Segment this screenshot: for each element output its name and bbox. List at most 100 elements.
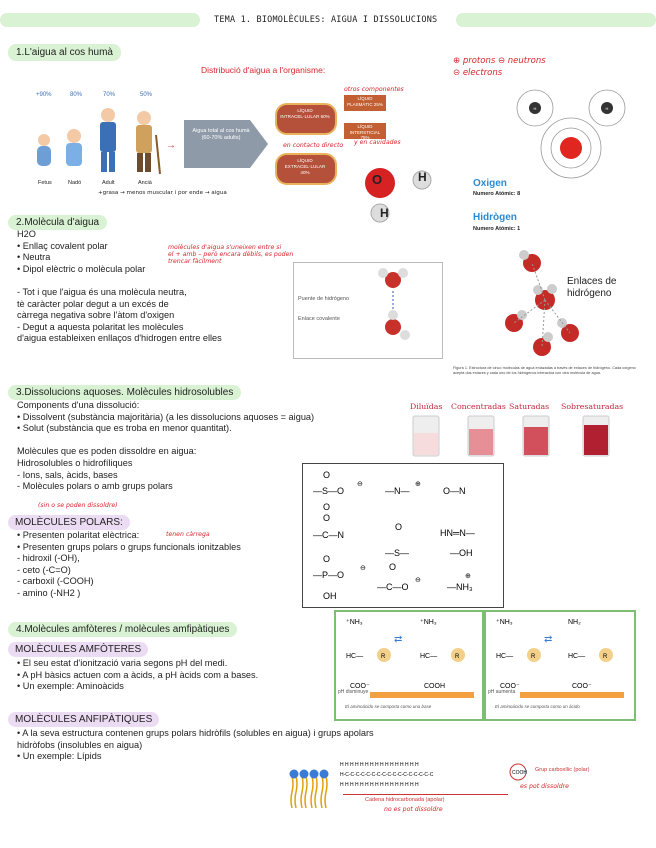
direct-contact-note: en contacto directo: [283, 142, 344, 149]
svg-text:HC—: HC—: [346, 653, 363, 660]
svg-text:⁺NH₃: ⁺NH₃: [420, 619, 437, 626]
percent-fetus: +90%: [36, 92, 52, 98]
amino-acid-diagrams: ⁺NH₃ HC— R COO⁻ ⁺NH₃ HC— R COOH ⇄ ⁺NH₃ HC— R COO⁻…: [346, 619, 624, 698]
svg-text:R: R: [531, 654, 536, 660]
svg-text:O: O: [389, 562, 396, 572]
functional-groups-box: [302, 463, 504, 608]
amphipathic-heading: MOLÈCULES ANFIPÀTIQUES: [8, 712, 160, 727]
total-water-label: Aigua total al cos humà (60-70% adults): [192, 128, 250, 141]
section-1-heading: 1.L'aigua al cos humà: [8, 44, 121, 61]
svg-text:H: H: [534, 106, 537, 111]
percent-baby: 80%: [70, 92, 83, 98]
svg-text:—NH₃: —NH₃: [447, 582, 473, 592]
svg-text:O: O: [323, 470, 330, 480]
svg-text:NH₂: NH₂: [568, 619, 581, 626]
intracellular-label: LÍQUID INTRACEL·LULAR 60%: [280, 108, 330, 119]
svg-text:—P—O: —P—O: [313, 570, 344, 580]
svg-text:R: R: [381, 654, 386, 660]
hydrogen-bridge-label: Puente de hidrógeno: [298, 296, 350, 302]
ph-increase-label: pH aumenta: [488, 689, 516, 695]
intracellular-box: [275, 103, 337, 135]
svg-text:—C—O: —C—O: [377, 582, 409, 592]
svg-text:COOH: COOH: [424, 683, 445, 690]
svg-text:O: O: [323, 513, 330, 523]
glass-label-concentrated: Concentradas: [451, 402, 506, 411]
svg-text:⊕: ⊕: [415, 481, 421, 488]
section-3-text: Components d'una dissolució: • Dissolven…: [17, 400, 315, 492]
percent-adult: 70%: [103, 92, 116, 98]
plasma-box: [344, 95, 386, 111]
svg-text:—OH: —OH: [450, 548, 473, 558]
glass-concentrated-icon: [467, 415, 495, 457]
chain-bracket: [343, 794, 508, 795]
interstitial-label: LÍQUID INTERSTICIAL 75%: [349, 124, 381, 140]
svg-text:O—N: O—N: [443, 486, 466, 496]
svg-text:H-C-C-C-C-C-C-C-C-C-C-C-C-C-C-: H-C-C-C-C-C-C-C-C-C-C-C-C-C-C-C-C-C: [340, 772, 434, 778]
glass-label-diluted: Diluïdas: [410, 402, 443, 411]
glass-label-supersaturated: Sobresaturadas: [561, 402, 624, 411]
people-label-elder: Ancià: [138, 180, 152, 186]
header-highlight-right: [456, 13, 656, 27]
acid-caption: El aminoácido se comporta como un ácido: [495, 704, 580, 709]
hydrogen-label: Hidrògen: [473, 212, 517, 223]
svg-text:COO⁻: COO⁻: [500, 683, 520, 690]
section-2-heading: 2.Molècula d'aigua: [8, 215, 108, 230]
hydrogen-bond-diagram: [293, 262, 443, 359]
polar-molecules-heading: MOLÈCULES POLARS:: [8, 515, 130, 530]
svg-text:—S—O: —S—O: [313, 486, 344, 496]
glass-supersaturated-icon: [582, 415, 610, 457]
svg-text:COO⁻: COO⁻: [572, 683, 592, 690]
cannot-dissolve-note: no es pot dissoldre: [384, 806, 443, 813]
total-water-box: [184, 120, 268, 168]
cavities-note: y en cavidades: [354, 139, 401, 146]
solution-glasses: [412, 415, 610, 457]
svg-text:R: R: [455, 654, 460, 660]
svg-text:⇄: ⇄: [394, 634, 402, 645]
svg-text:OH: OH: [323, 591, 337, 601]
other-components-note: otros componentes: [344, 86, 404, 93]
glass-label-saturated: Saturadas: [509, 402, 550, 411]
carboxyl-group-label: Grup carboxílic (polar): [535, 767, 590, 773]
svg-text:—C—N: —C—N: [313, 530, 344, 540]
oxygen-label: Oxigen: [473, 178, 507, 189]
charge-note: tenen càrrega: [166, 531, 210, 538]
svg-text:HC—: HC—: [496, 653, 513, 660]
atoms-illustration: H H: [516, 89, 626, 179]
baby-figure: [66, 129, 82, 166]
amphipathic-text: • A la seva estructura contenen grups po…: [17, 728, 374, 762]
svg-text:H H H H H H H H H H: H H H H H H H H H H H H H H H H: [340, 782, 419, 788]
adult-figure: [100, 108, 116, 172]
hydrogen-bond-note: molècules d'aigua s'uneixen entre si el …: [168, 244, 294, 265]
fatty-acid-chain: H H H H H H H H H H H H H H H H H-C-C-C-…: [340, 762, 527, 788]
section-3-heading: 3.Dissolucions aquoses. Molècules hidros…: [8, 385, 242, 400]
water-molecule-model: [365, 168, 432, 223]
svg-text:—N—: —N—: [385, 486, 410, 496]
svg-text:COOH: COOH: [512, 770, 527, 776]
hydrogen-bonds-label: Enlaces de hidrógeno: [567, 276, 617, 299]
fat-muscle-note: +grasa → menos muscular i por ende → aig…: [98, 190, 227, 196]
people-label-fetus: Fetus: [38, 180, 52, 186]
extracellular-box: [275, 153, 337, 185]
svg-text:⁺NH₃: ⁺NH₃: [346, 619, 363, 626]
hydrogen-number: Numero Atómic: 1: [473, 226, 521, 232]
elder-figure: [136, 111, 161, 175]
svg-text:—S—: —S—: [385, 548, 409, 558]
svg-text:⁺NH₃: ⁺NH₃: [496, 619, 513, 626]
svg-text:⇄: ⇄: [544, 634, 552, 645]
svg-text:O: O: [323, 554, 330, 564]
particle-legend-note: ⊕ protons ⊖ neutrons ⊝ electrons: [453, 56, 546, 78]
amphoteric-text: • El seu estat d'ionització varia segons…: [17, 658, 259, 692]
section-4-heading: 4.Molècules amfòteres / molècules amfipà…: [8, 622, 238, 637]
svg-text:R: R: [603, 654, 608, 660]
figure-caption: Figura 1. Estructura de cinco moléculas …: [453, 366, 636, 375]
svg-text:HC—: HC—: [568, 653, 585, 660]
fetus-figure: [37, 134, 51, 166]
amphoteric-heading: MOLÈCULES AMFÒTERES: [8, 642, 149, 657]
section-2-text: H2O • Enllaç covalent polar • Neutra • D…: [17, 229, 222, 344]
polar-molecules-text: • Presenten polaritat elèctrica: • Prese…: [17, 530, 241, 598]
molecule-oxygen-label: O: [372, 172, 383, 187]
covalent-bond-label: Enlace covalente: [298, 316, 340, 322]
glass-saturated-icon: [522, 415, 550, 457]
molecule-hydrogen-label-2: H: [380, 206, 389, 220]
svg-text:O: O: [323, 502, 330, 512]
